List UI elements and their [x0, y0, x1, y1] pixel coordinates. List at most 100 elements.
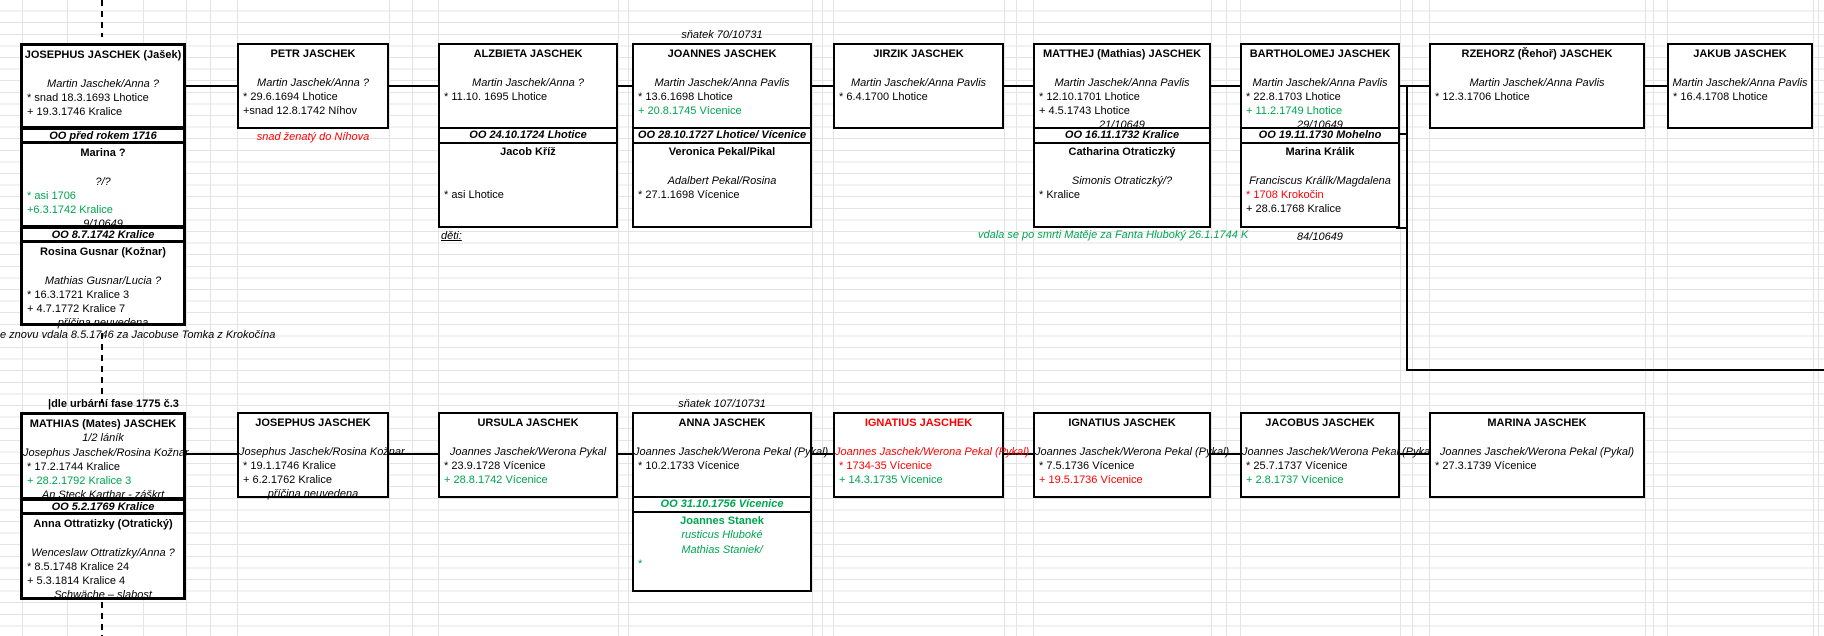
children-label: děti:	[441, 230, 462, 242]
spouse-box-marina: Marina ? ?/? * asi 1706 +6.3.1742 Kralic…	[20, 141, 186, 230]
person-name: JOANNES JASCHEK	[667, 48, 777, 60]
person-parents: Joannes Jaschek/Werona Pekal (Pykal)	[634, 445, 829, 458]
marriage-row-josephus-2: OO 8.7.1742 Kralice	[20, 226, 186, 243]
death-cause: Schwäche – slabost	[54, 589, 152, 602]
spouse-name: Jacob Kříž	[500, 146, 556, 158]
spouse-death: +6.3.1742 Kralice	[27, 204, 113, 217]
person-box-petr: PETR JASCHEK Martin Jaschek/Anna ? * 29.…	[237, 43, 389, 129]
person-parents: Joannes Jaschek/Werona Pekal (Pykal)	[1242, 445, 1437, 458]
spouse-box-rosina: Rosina Gusnar (Kožnar) Mathias Gusnar/Lu…	[20, 240, 186, 329]
spouse-birth: * 16.3.1721 Kralice 3	[27, 288, 130, 301]
spouse-parents: Wenceslaw Ottratizky/Anna ?	[31, 546, 175, 559]
person-death: + 2.8.1737 Vícenice	[1246, 474, 1344, 487]
column-gridline	[1412, 0, 1413, 636]
rosina-remarriage-note: e znovu vdala 8.5.1746 za Jacobuse Tomka…	[0, 329, 276, 341]
person-box-ursula: URSULA JASCHEK Joannes Jaschek/Werona Py…	[438, 412, 618, 498]
person-birth: * 1734-35 Vícenice	[839, 459, 932, 472]
person-box-bartholomej: BARTHOLOMEJ JASCHEK Martin Jaschek/Anna …	[1240, 43, 1400, 131]
person-birth: * 29.6.1694 Lhotice	[243, 90, 338, 103]
person-death: + 20.8.1745 Vícenice	[638, 105, 742, 118]
person-box-rzehorz: RZEHORZ (Řehoř) JASCHEK Martin Jaschek/A…	[1429, 43, 1645, 129]
column-gridline	[628, 0, 629, 636]
person-birth: * 6.4.1700 Lhotice	[839, 90, 928, 103]
person-name: ALZBIETA JASCHEK	[473, 48, 583, 60]
descent-dashed-line-bottom	[101, 602, 103, 636]
person-parents: Martin Jaschek/Anna ?	[257, 76, 369, 89]
branch-line-horizontal	[1406, 369, 1824, 371]
spouse-parents: Simonis Otraticzký/?	[1071, 174, 1173, 187]
person-name: JAKUB JASCHEK	[1693, 48, 1787, 60]
person-parents: Josephus Jaschek/Rosina Kožnar	[23, 446, 189, 459]
column-gridline	[618, 0, 619, 636]
column-gridline	[1818, 0, 1819, 636]
spouse-death: + 5.3.1814 Kralice 4	[27, 575, 126, 588]
person-name: JOSEPHUS JASCHEK	[255, 417, 371, 429]
spouse-birth: * 1708 Krokočin	[1246, 188, 1324, 201]
person-name: JIRZIK JASCHEK	[873, 48, 964, 60]
spouse-name: Anna Ottratizky (Otratický)	[33, 518, 173, 530]
column-gridline	[1016, 0, 1017, 636]
spouse-birth-mark: *	[638, 557, 643, 570]
column-gridline	[1226, 0, 1227, 636]
person-death: + 11.2.1749 Lhotice	[1246, 105, 1343, 118]
person-birth: * 13.6.1698 Lhotice	[638, 90, 733, 103]
person-birth: * 12.10.1701 Lhotice	[1039, 90, 1140, 103]
person-death: + 4.5.1743 Lhotice	[1039, 105, 1130, 118]
person-birth: * snad 18.3.1693 Lhotice	[27, 91, 149, 104]
spouse-parents: ?/?	[95, 175, 111, 188]
marriage-row-josephus-1: OO před rokem 1716	[20, 127, 186, 144]
column-gridline	[210, 0, 211, 636]
column-gridline	[389, 0, 390, 636]
spouse-name: Marina ?	[80, 147, 126, 159]
marriage-row-joannes: OO 28.10.1727 Lhotice/ Vícenice	[632, 127, 812, 144]
person-box-jacobus: JACOBUS JASCHEK Joannes Jaschek/Werona P…	[1240, 412, 1437, 498]
spouse-parents: Franciscus Králík/Magdalena	[1249, 174, 1391, 187]
person-birth: * 10.2.1733 Vícenice	[638, 459, 740, 472]
person-name: JACOBUS JASCHEK	[1265, 417, 1375, 429]
person-name: PETR JASCHEK	[270, 48, 356, 60]
person-box-ignatius-1: IGNATIUS JASCHEK Joannes Jaschek/Werona …	[833, 412, 1029, 498]
person-death: +snad 12.8.1742 Níhov	[243, 105, 358, 118]
column-gridline	[1033, 0, 1034, 636]
petr-note: snad ženatý do Níhova	[256, 131, 370, 143]
bartholomej-stub-bottom	[1396, 227, 1408, 229]
spouse-box-jacob-kriz: Jacob Kříž * asi Lhotice	[438, 141, 618, 228]
person-death: + 19.5.1736 Vícenice	[1039, 474, 1143, 487]
bartholomej-archive-ref: 84/10649	[1297, 231, 1343, 243]
column-gridline	[1653, 0, 1654, 636]
column-gridline	[1240, 0, 1241, 636]
person-box-mathias: MATHIAS (Mates) JASCHEK 1/2 láník Joseph…	[20, 412, 189, 501]
ancestor-dashed-line	[101, 0, 103, 37]
marriage-row-alzbieta: OO 24.10.1724 Lhotice	[438, 127, 618, 144]
person-birth: * 7.5.1736 Vícenice	[1039, 459, 1135, 472]
person-name: IGNATIUS JASCHEK	[864, 417, 973, 429]
column-gridline	[1004, 0, 1005, 636]
person-box-jakub: JAKUB JASCHEK Martin Jaschek/Anna Pavlis…	[1667, 43, 1813, 129]
column-gridline	[1211, 0, 1212, 636]
person-parents: Josephus Jaschek/Rosina Kožnar	[239, 445, 405, 458]
person-parents: Martin Jaschek/Anna Pavlis	[1252, 76, 1388, 89]
person-birth: * 17.2.1744 Kralice	[27, 460, 120, 473]
person-birth: * 11.10. 1695 Lhotice	[444, 90, 548, 103]
catharina-remarriage-note: vdala se po smrti Matěje za Fanta Hlubok…	[978, 229, 1249, 241]
marriage-row-bartholomej: OO 19.11.1730 Mohelno	[1240, 127, 1400, 144]
person-death: + 14.3.1735 Vícenice	[839, 474, 943, 487]
column-gridline	[237, 0, 238, 636]
person-parents: Martin Jaschek/Anna ?	[472, 76, 584, 89]
person-parents: Joannes Jaschek/Werona Pykal	[449, 445, 607, 458]
spouse-parents: Mathias Gusnar/Lucia ?	[44, 274, 162, 287]
person-birth: * 19.1.1746 Kralice	[243, 459, 336, 472]
person-death: + 6.2.1762 Kralice	[243, 474, 332, 487]
column-gridline	[1429, 0, 1430, 636]
person-name: BARTHOLOMEJ JASCHEK	[1249, 48, 1391, 60]
person-name: MARINA JASCHEK	[1487, 417, 1587, 429]
person-name: JOSEPHUS JASCHEK (Jašek)	[24, 49, 182, 61]
person-name: RZEHORZ (Řehoř) JASCHEK	[1461, 48, 1613, 60]
column-gridline	[412, 0, 413, 636]
person-birth: * 22.8.1703 Lhotice	[1246, 90, 1341, 103]
person-box-jirzik: JIRZIK JASCHEK Martin Jaschek/Anna Pavli…	[833, 43, 1004, 129]
person-parents: Martin Jaschek/Anna Pavlis	[850, 76, 987, 89]
spouse-birth: * asi Lhotice	[444, 188, 504, 201]
death-cause: příčina neuvedena	[57, 317, 149, 330]
